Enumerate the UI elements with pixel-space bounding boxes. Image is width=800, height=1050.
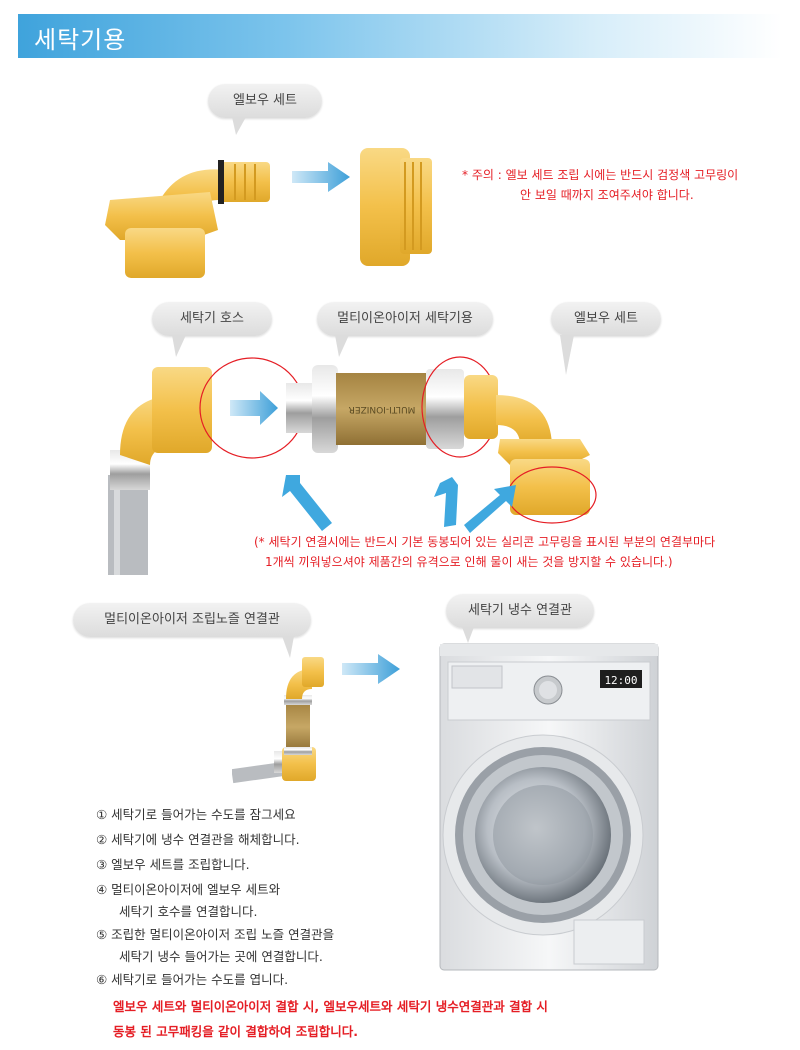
page-title: 세탁기용 (34, 26, 127, 54)
washer-display: 12:00 (604, 674, 637, 687)
gasket-warning-line2: 동봉 된 고무패킹을 같이 결합하여 조립합니다. (113, 1024, 359, 1039)
label-bubble-washer: 세탁기 냉수 연결관 (446, 594, 594, 628)
bubble-pointer (282, 636, 294, 658)
label-bubble-elbow: 엘보우 세트 (208, 84, 322, 118)
label-bubble-nozzle: 멀티이온아이저 조립노즐 연결관 (73, 603, 311, 637)
washing-machine-image: 12:00 (439, 643, 659, 971)
bubble-pointer (462, 627, 474, 643)
gasket-warning-line1: 엘보우 세트와 멀티이온아이저 결합 시, 엘보우세트와 세탁기 냉수연결관과 … (113, 999, 548, 1014)
step-item-2: ② 세탁기에 냉수 연결관을 해체합니다. (96, 832, 300, 847)
silicone-ring-note-line2: 1개씩 끼워넣으셔야 제품간의 유격으로 인해 물이 새는 것을 방지할 수 있… (265, 555, 673, 569)
elbow-fitting-image (360, 148, 432, 266)
bubble-pointer (560, 335, 574, 375)
step-item-4: ④ 멀티이온아이저에 엘보우 세트와 (96, 882, 281, 897)
label-bubble-text: 멀티이온아이저 조립노즐 연결관 (104, 612, 280, 627)
arrow-right-icon (342, 654, 400, 684)
elbow-set-image (105, 160, 270, 278)
step-item-6: ⑥ 세탁기로 들어가는 수도를 엽니다. (96, 972, 289, 987)
label-bubble-text: 세탁기 냉수 연결관 (468, 603, 572, 618)
section-header-bar (18, 14, 782, 58)
step-item-1: ① 세탁기로 들어가는 수도를 잠그세요 (96, 807, 296, 822)
step-item-3: ③ 엘보우 세트를 조립합니다. (96, 857, 250, 872)
elbow-note-line1: * 주의 : 엘보 세트 조립 시에는 반드시 검정색 고무링이 (462, 168, 739, 182)
label-bubble-hose: 세탁기 호스 (152, 302, 272, 336)
label-bubble-ionizer: 멀티이온아이저 세탁기용 (317, 302, 493, 336)
step-item-4-continued: 세탁기 호수를 연결합니다. (119, 904, 258, 919)
nozzle-assembly-image (232, 657, 324, 784)
label-bubble-text: 엘보우 세트 (574, 311, 638, 326)
silicone-ring-note-line1: (* 세탁기 연결시에는 반드시 기본 동봉되어 있는 실리콘 고무링을 표시된… (254, 535, 716, 549)
label-bubble-text: 멀티이온아이저 세탁기용 (337, 311, 473, 326)
assembly-diagram: MULTI-IONIZER (108, 356, 597, 575)
arrow-right-icon (292, 162, 350, 192)
bubble-pointer (232, 117, 246, 135)
label-bubble-text: 세탁기 호스 (180, 311, 244, 326)
label-bubble-elbow-2: 엘보우 세트 (551, 302, 661, 336)
step-item-5-continued: 세탁기 냉수 들어가는 곳에 연결합니다. (119, 949, 323, 964)
elbow-note-line2: 안 보일 때까지 조여주셔야 합니다. (520, 188, 694, 202)
step-item-5: ⑤ 조립한 멀티이온아이저 조립 노즐 연결관을 (96, 927, 335, 942)
label-bubble-text: 엘보우 세트 (233, 93, 297, 108)
bubble-pointer (172, 335, 186, 357)
product-label: MULTI-IONIZER (349, 404, 416, 414)
bubble-pointer (335, 335, 349, 357)
